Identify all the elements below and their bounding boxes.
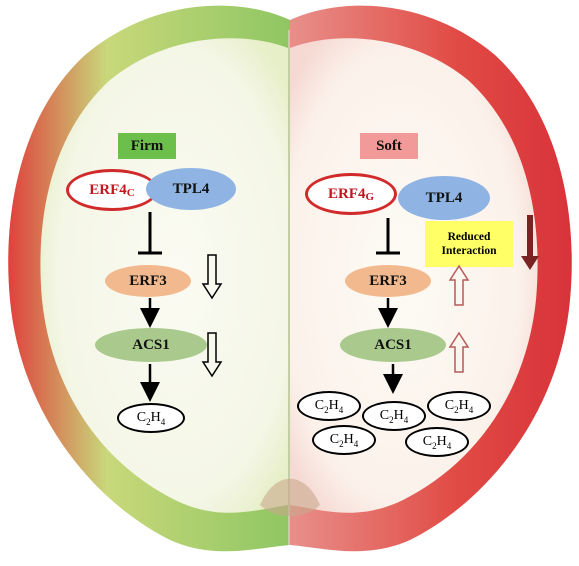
- erf4g-label: ERF4: [327, 185, 366, 202]
- hollow-down-arrow-1: [201, 254, 223, 300]
- erf4g-allele: G: [365, 191, 375, 203]
- apple-calyx: [260, 478, 320, 517]
- tpl4-left: TPL4: [146, 168, 236, 210]
- erf4c-label: ERF4: [89, 181, 127, 198]
- reduced-line2: Interaction: [441, 245, 497, 257]
- hollow-down-arrow-2: [201, 332, 223, 378]
- inhibition-arrow-left: [138, 212, 162, 255]
- firm-label: Firm: [118, 133, 176, 159]
- hollow-up-arrow-1: [448, 264, 470, 306]
- erf4c-allele: C: [126, 187, 135, 199]
- tpl4-right: TPL4: [398, 176, 490, 220]
- acs1-right: ACS1: [340, 328, 446, 362]
- reduced-line1: Reduced: [447, 231, 491, 243]
- erf3-right: ERF3: [345, 265, 431, 297]
- soft-label: Soft: [360, 133, 418, 159]
- acs1-left: ACS1: [95, 328, 207, 362]
- reduced-down-arrow: [521, 215, 539, 270]
- inhibition-arrow-right: [376, 218, 400, 255]
- erf3-left: ERF3: [105, 265, 191, 297]
- hollow-up-arrow-2: [448, 331, 470, 373]
